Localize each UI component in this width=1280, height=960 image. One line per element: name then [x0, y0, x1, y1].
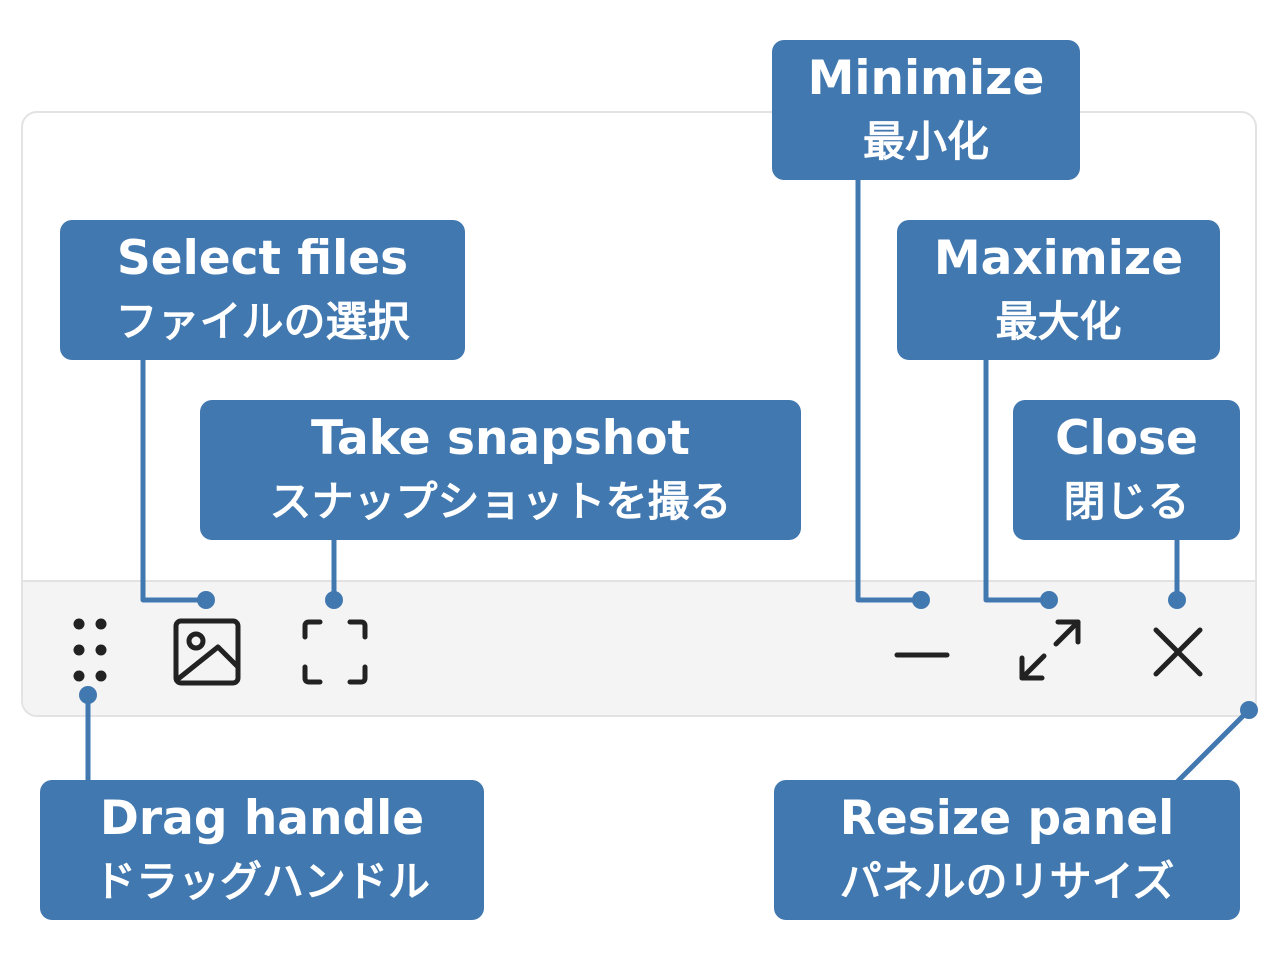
callout-drag-handle-ja: ドラッグハンドル	[93, 857, 430, 906]
callout-drag-handle: Drag handle ドラッグハンドル	[40, 780, 484, 920]
panel-toolbar	[23, 580, 1255, 715]
callout-drag-handle-en: Drag handle	[99, 791, 425, 846]
drag-handle[interactable]	[52, 612, 128, 688]
callout-close-ja: 閉じる	[1063, 477, 1190, 526]
callout-take-snapshot-ja: スナップショットを撮る	[269, 477, 732, 526]
callout-maximize-ja: 最大化	[995, 297, 1122, 346]
close-icon	[1148, 622, 1208, 682]
callout-minimize: Minimize 最小化	[772, 40, 1080, 180]
maximize-button[interactable]	[1012, 612, 1088, 688]
callout-close-en: Close	[1055, 411, 1198, 466]
select-files-button[interactable]	[169, 614, 245, 690]
callout-select-files-en: Select files	[116, 231, 409, 286]
close-button[interactable]	[1140, 614, 1216, 690]
leader-resize-panel	[1175, 708, 1251, 784]
callout-select-files-ja: ファイルの選択	[115, 297, 410, 346]
callout-close: Close 閉じる	[1013, 400, 1240, 540]
callout-take-snapshot-en: Take snapshot	[311, 411, 690, 466]
take-snapshot-button[interactable]	[297, 614, 373, 690]
callout-minimize-ja: 最小化	[862, 117, 989, 166]
callout-maximize-en: Maximize	[933, 231, 1184, 286]
minimize-button[interactable]	[884, 614, 960, 690]
callout-select-files: Select files ファイルの選択	[60, 220, 465, 360]
maximize-arrows-icon	[1014, 614, 1086, 686]
callout-maximize: Maximize 最大化	[897, 220, 1220, 360]
minimize-icon	[892, 617, 952, 687]
image-icon	[172, 617, 242, 687]
callout-resize-panel-ja: パネルのリサイズ	[839, 857, 1175, 906]
drag-dots-icon	[70, 615, 110, 685]
callout-minimize-en: Minimize	[807, 51, 1045, 106]
callout-resize-panel: Resize panel パネルのリサイズ	[774, 780, 1240, 920]
snapshot-frame-icon	[300, 617, 370, 687]
callout-resize-panel-en: Resize panel	[839, 791, 1175, 846]
callout-take-snapshot: Take snapshot スナップショットを撮る	[200, 400, 801, 540]
